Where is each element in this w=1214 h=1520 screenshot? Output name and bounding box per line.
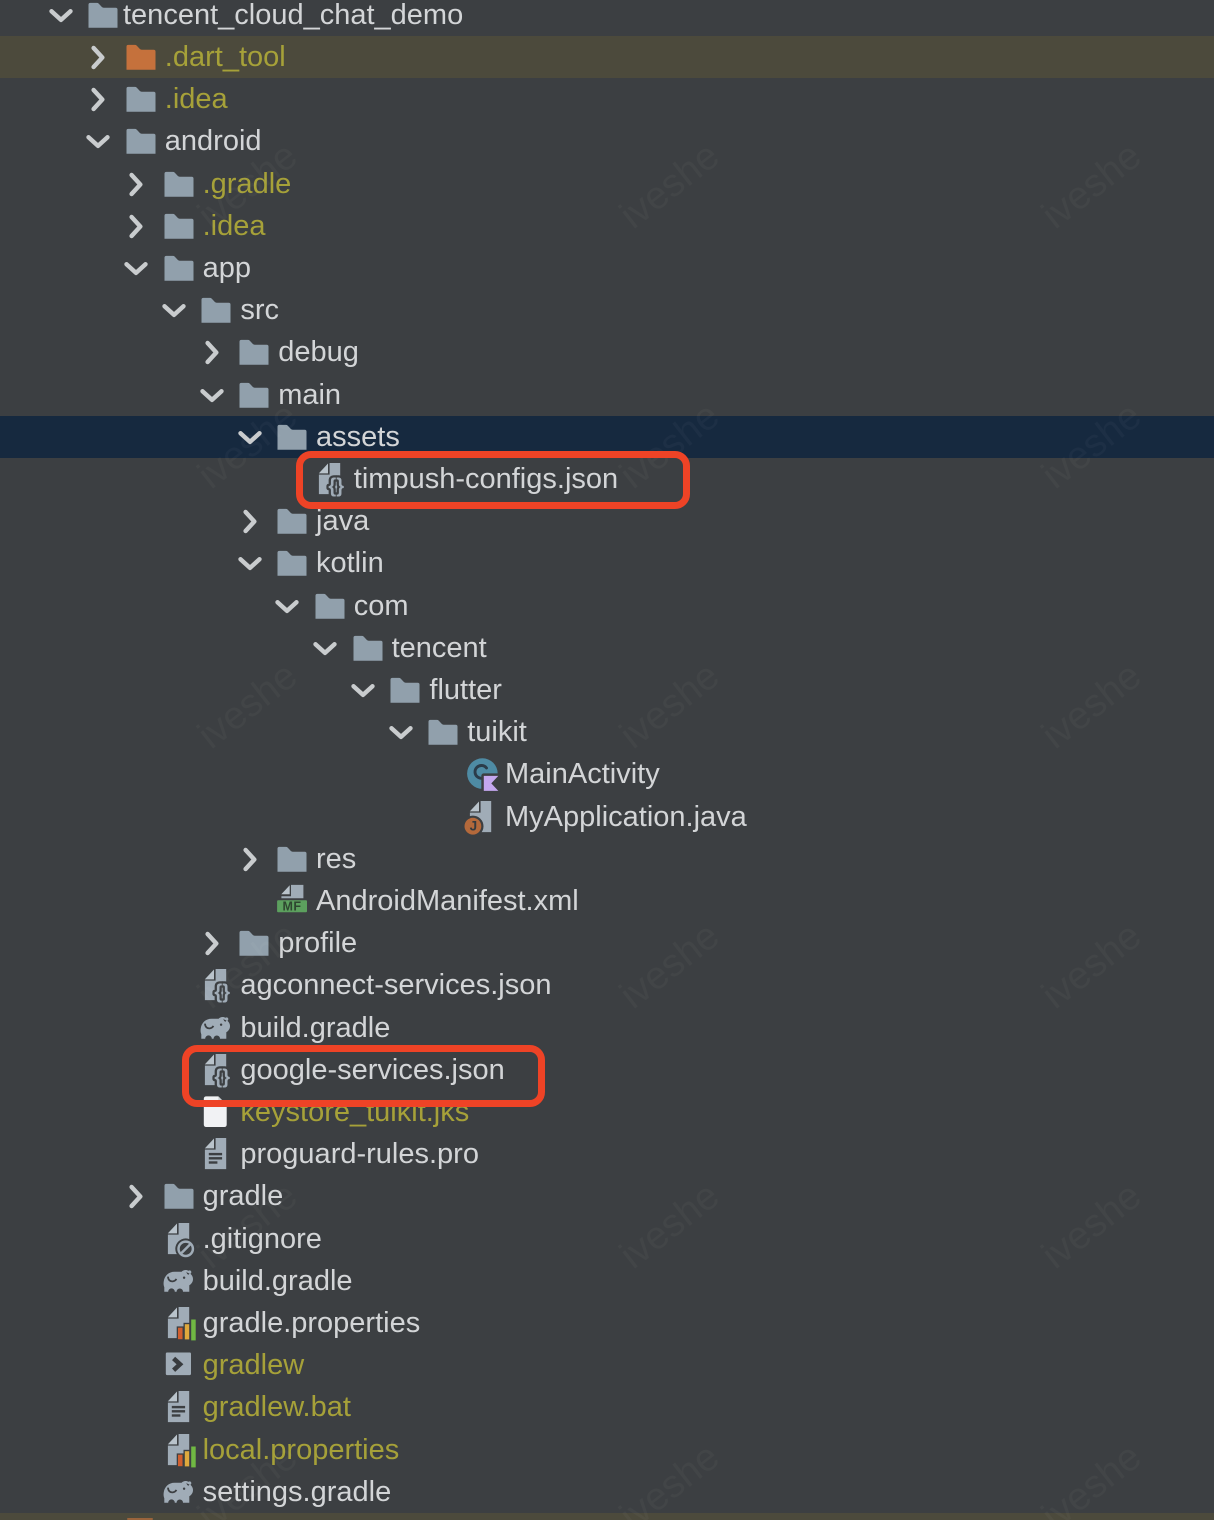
svg-text:{}: {} bbox=[328, 475, 344, 497]
svg-text:J: J bbox=[470, 818, 478, 833]
svg-text:MF: MF bbox=[282, 899, 301, 913]
svg-text:{}: {} bbox=[215, 1066, 231, 1088]
svg-text:{}: {} bbox=[215, 982, 231, 1004]
